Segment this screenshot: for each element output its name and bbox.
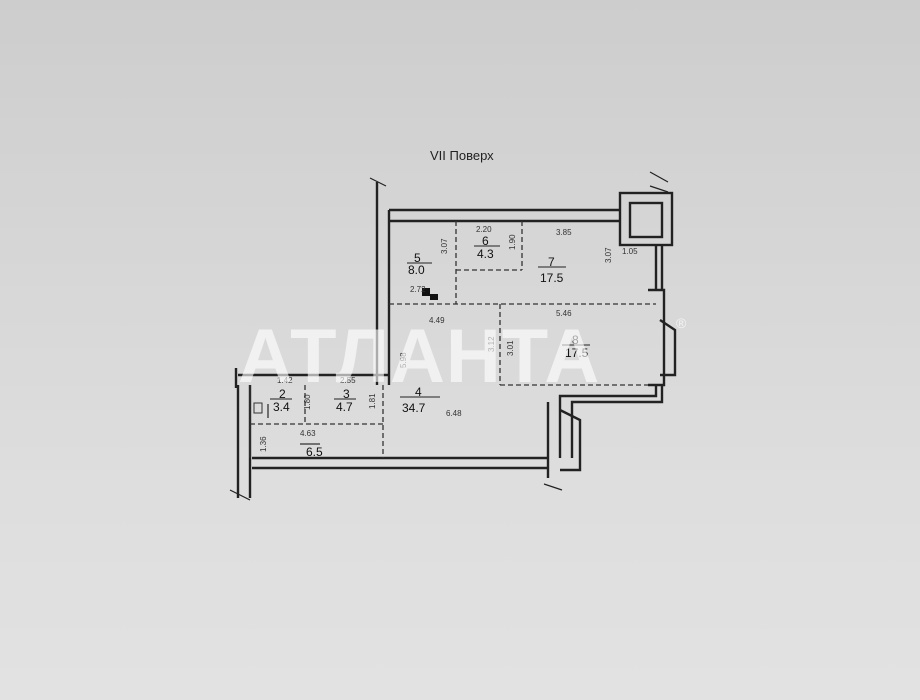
dim-room8-height: 3.01: [506, 340, 515, 356]
room-6-area: 4.3: [477, 247, 494, 261]
dim-room3-height: 1.81: [368, 393, 377, 409]
dim-room5-height: 3.07: [440, 238, 449, 254]
room-7-area: 17.5: [540, 271, 564, 285]
watermark-text: АТЛАНТА: [238, 314, 600, 399]
watermark-registered-mark: ®: [676, 315, 687, 331]
room-4-area: 34.7: [402, 401, 426, 415]
dim-living-left: 5.98: [399, 352, 408, 368]
dim-room6-width: 2.20: [476, 225, 492, 234]
dim-living-upper: 4.49: [429, 316, 445, 325]
dim-room7-width: 3.85: [556, 228, 572, 237]
dim-hallway-width: 4.63: [300, 429, 316, 438]
dim-room7-height: 3.07: [604, 247, 613, 263]
room-8-area: 17.5: [565, 346, 589, 360]
ventilation-shaft: [422, 288, 438, 300]
room-2-number: 2: [279, 387, 286, 401]
dim-room2-height: 1.80: [303, 394, 312, 410]
watermark: АТЛАНТА ®: [238, 314, 687, 399]
room-number-rules: [270, 245, 590, 400]
wall-break-marks: [229, 171, 669, 501]
room-8-number: 8: [572, 333, 579, 347]
dim-room5-width: 2.72: [410, 285, 426, 294]
room-labels: 5 8.0 6 4.3 7 17.5 8 17.5 4 34.7 2 3.4 3…: [273, 234, 589, 459]
dim-living-height: 3.12: [487, 336, 496, 352]
dimension-labels: 2.20 3.85 3.07 1.90 3.07 1.05 2.72 4.49 …: [259, 225, 638, 452]
dim-stair-width: 1.05: [622, 247, 638, 256]
room-2-area: 3.4: [273, 400, 290, 414]
room-3-area: 4.7: [336, 400, 353, 414]
dim-room3-width: 2.55: [340, 376, 356, 385]
room-3-number: 3: [343, 387, 350, 401]
room-6-number: 6: [482, 234, 489, 248]
riser-fixture: [253, 402, 263, 414]
dim-hallway-height: 1.36: [259, 436, 268, 452]
exterior-walls: [234, 182, 677, 498]
room-4-number: 4: [415, 385, 422, 399]
room-5-number: 5: [414, 251, 421, 265]
dim-living-width: 6.48: [446, 409, 462, 418]
dim-room6-height: 1.90: [508, 234, 517, 250]
dim-room8-width: 5.46: [556, 309, 572, 318]
room-5-area: 8.0: [408, 263, 425, 277]
dim-room2-width: 1.42: [277, 376, 293, 385]
room-7-number: 7: [548, 255, 555, 269]
interior-partitions: [249, 221, 656, 458]
floor-title: VII Поверх: [430, 148, 494, 163]
hallway-area: 6.5: [306, 445, 323, 459]
